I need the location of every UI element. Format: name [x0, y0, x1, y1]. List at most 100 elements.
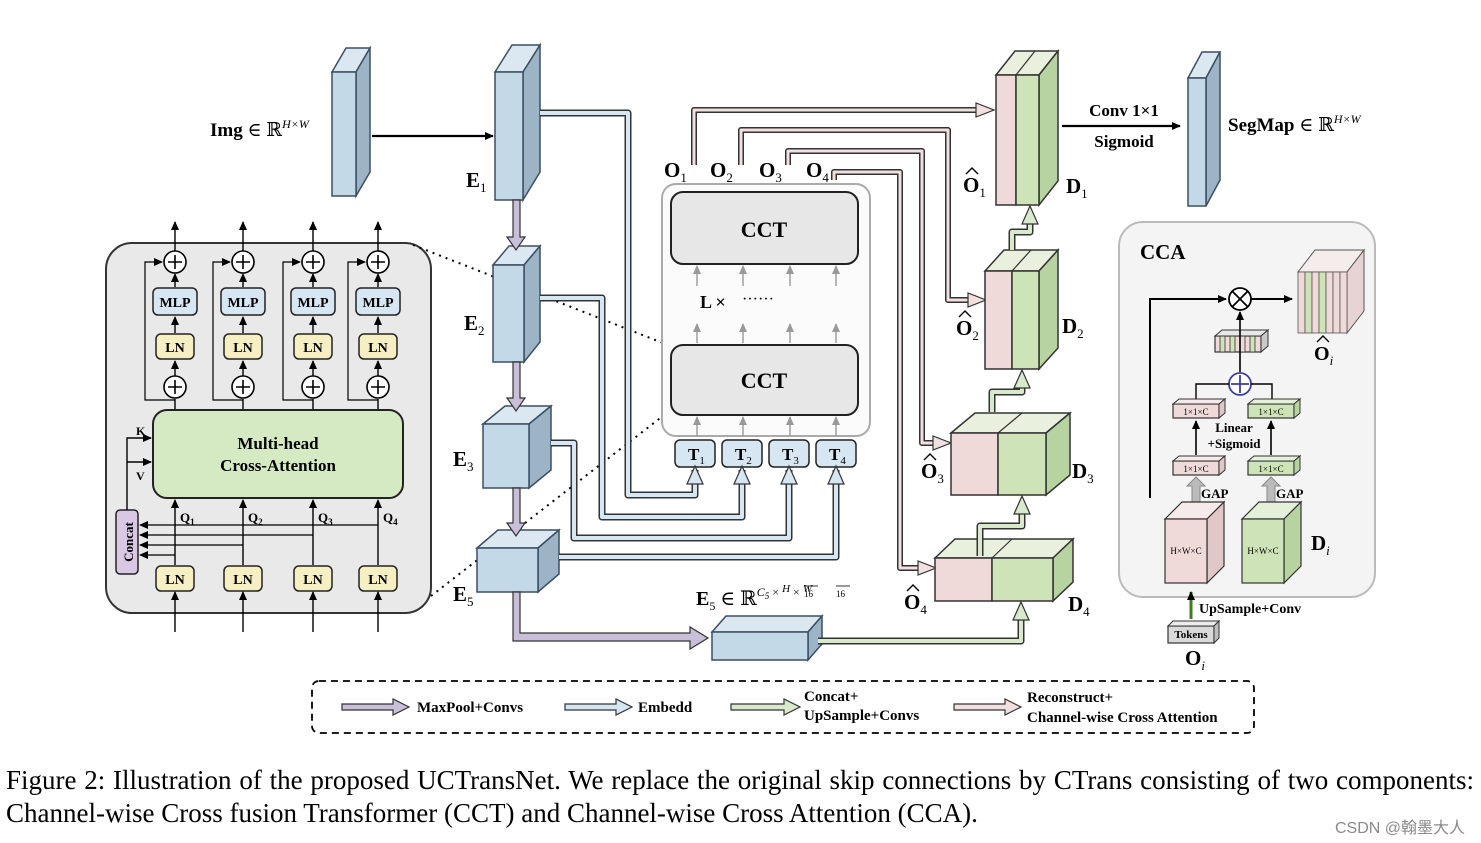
ln-label: LN	[165, 341, 184, 356]
mlp-label: MLP	[362, 296, 394, 311]
multihead-cross-attention-box	[152, 409, 404, 499]
ln-label: LN	[233, 341, 252, 356]
mlp-label: MLP	[159, 296, 191, 311]
encoder-e4	[474, 528, 562, 594]
ln-label: LN	[233, 573, 252, 588]
sigmoid-small-label: +Sigmoid	[1208, 436, 1262, 451]
o4-label: O4	[806, 158, 829, 185]
o2-label: O2	[710, 158, 733, 185]
l-repeat-label: L ×	[700, 292, 726, 312]
gap-label-2: GAP	[1276, 486, 1304, 501]
box-label: H×W×C	[1247, 546, 1278, 556]
e1-label: E1	[466, 168, 487, 195]
e3-label: E3	[453, 447, 474, 474]
ln-label: LN	[303, 341, 322, 356]
cca-panel: CCA Oi	[1118, 221, 1376, 619]
gap-label-1: GAP	[1201, 486, 1229, 501]
decoder-d4	[933, 537, 1075, 603]
o1-label: O1	[664, 158, 687, 185]
o-hat-i-label: Oi	[1314, 343, 1334, 368]
decoder-d2	[983, 248, 1060, 371]
cct-module: CCT CCT L × ······	[661, 183, 871, 437]
legend-concat-arrow	[730, 698, 802, 716]
token-column-2: LN Q2 LN MLP	[212, 221, 266, 632]
zoom-line-bottom	[430, 411, 669, 597]
decoder-d3	[948, 411, 1073, 497]
t1-label: T1	[688, 445, 705, 467]
token-column-4: LN Q4 LN MLP	[347, 221, 401, 632]
cca-title: CCA	[1140, 240, 1186, 264]
token-column-1: LN Q1 LN MLP	[144, 221, 198, 632]
o-i-label: Oi	[1185, 646, 1205, 673]
ln-label: LN	[303, 573, 322, 588]
v-label: V	[136, 469, 145, 483]
input-image	[330, 45, 372, 199]
multihead-label-2: Cross-Attention	[220, 456, 336, 475]
maxpool-arrows	[505, 199, 710, 651]
ln-label: LN	[368, 573, 387, 588]
cct-block-top	[670, 191, 859, 265]
ucttransnet-diagram: Multi-head Cross-Attention Concat K V LN…	[105, 42, 1376, 734]
mlp-label: MLP	[297, 296, 329, 311]
e5-dim-label: E5 ∈ ℝC5 × H × W	[696, 583, 813, 613]
dots-label: ······	[742, 291, 774, 308]
cca-vector-boxes: 1×1×C 1×1×C 1×1×C 1×1×C	[1171, 397, 1302, 477]
svg-text:16: 16	[804, 589, 814, 599]
cca-upsampled-feature: H×W×C	[1163, 500, 1226, 585]
legend-maxpool-label: MaxPool+Convs	[417, 700, 523, 716]
legend-embed-arrow	[564, 698, 634, 716]
t4-label: T4	[829, 445, 846, 467]
encoder-e5-bottleneck	[710, 614, 824, 662]
img-label: Img ∈ ℝH×W	[210, 117, 310, 141]
e5-label: E5	[453, 582, 474, 609]
reconstruct-arrows	[691, 107, 978, 571]
o-hat-2-label: O2	[956, 316, 979, 343]
d-i-label: Di	[1311, 531, 1330, 558]
token-boxes: T1 T2 T3 T4	[674, 439, 857, 468]
cct-label-top: CCT	[741, 217, 788, 242]
box-label: H×W×C	[1170, 546, 1201, 556]
legend-concat-label-2: UpSample+Convs	[804, 708, 919, 724]
vec-label: 1×1×C	[1258, 464, 1283, 474]
encoder-e2	[491, 243, 542, 365]
cca-tokens-box: Tokens	[1166, 619, 1221, 645]
d1-label: D1	[1066, 174, 1088, 201]
t2-label: T2	[735, 445, 752, 467]
legend-reconstruct-label-2: Channel-wise Cross Attention	[1027, 710, 1218, 726]
embed-arrowheads	[686, 464, 845, 485]
o-hat-4-label: O4	[904, 590, 927, 617]
decoder-d1	[994, 48, 1060, 208]
cca-decoder-feature: H×W×C	[1240, 500, 1303, 585]
legend-maxpool-arrow	[341, 698, 411, 716]
vec-label: 1×1×C	[1183, 464, 1208, 474]
legend-embedd-label: Embedd	[638, 700, 693, 716]
k-label: K	[136, 424, 146, 438]
d4-label: D4	[1068, 592, 1090, 619]
o-hat-3-label: O3	[921, 459, 944, 486]
legend-reconstruct-label-1: Reconstruct+	[1027, 690, 1113, 706]
sigmoid-label: Sigmoid	[1094, 132, 1154, 151]
concat-label: Concat	[121, 521, 136, 561]
d3-label: D3	[1072, 459, 1094, 486]
o3-label: O3	[759, 158, 782, 185]
ln-label: LN	[368, 341, 387, 356]
vec-label: 1×1×C	[1258, 407, 1283, 417]
o-hat-labels: O1 O2 O3 O4	[904, 167, 986, 617]
conv-label: Conv 1×1	[1089, 101, 1159, 120]
embed-arrows	[540, 109, 840, 561]
token-column-3: LN Q3 LN MLP	[282, 221, 336, 632]
vec-label: 1×1×C	[1183, 407, 1208, 417]
d2-label: D2	[1062, 314, 1084, 341]
transformer-detail-panel: Multi-head Cross-Attention Concat K V LN…	[105, 221, 669, 632]
o-hat-1-label: O1	[963, 173, 986, 200]
cca-output-stack	[1296, 248, 1366, 335]
mlp-label: MLP	[227, 296, 259, 311]
upsample-conv-label: UpSample+Conv	[1199, 602, 1301, 617]
multihead-label-1: Multi-head	[237, 434, 319, 453]
watermark: CSDN @翰墨大人	[1334, 820, 1465, 837]
upsample-arrows	[818, 222, 1034, 645]
upsample-arrowheads	[1012, 204, 1039, 621]
cct-block-bottom	[670, 344, 859, 416]
cct-label-bottom: CCT	[741, 368, 788, 393]
segmap-label: SegMap ∈ ℝH×W	[1228, 112, 1362, 136]
